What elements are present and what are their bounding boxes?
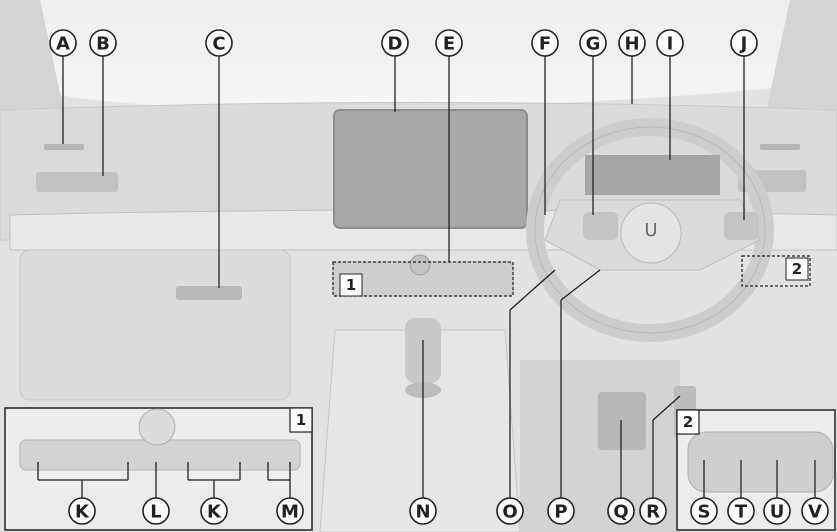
glovebox-handle: [176, 286, 242, 300]
callout-a: A: [50, 30, 76, 56]
glovebox: [20, 250, 290, 400]
callout-s: S: [691, 498, 717, 524]
steering-switches-right: [724, 212, 759, 240]
meter-display: [585, 155, 720, 195]
svg-text:K: K: [207, 502, 222, 523]
svg-text:C: C: [212, 34, 225, 55]
callout-v: V: [802, 498, 828, 524]
svg-text:2: 2: [683, 413, 693, 431]
callout-b: B: [90, 30, 116, 56]
callout-t: T: [728, 498, 754, 524]
callout-c: C: [206, 30, 232, 56]
svg-text:2: 2: [792, 260, 802, 278]
svg-text:D: D: [388, 34, 403, 55]
callout-k-left: K: [69, 498, 95, 524]
callout-q: Q: [608, 498, 634, 524]
svg-text:G: G: [586, 34, 601, 55]
callout-u: U: [764, 498, 790, 524]
svg-text:Q: Q: [613, 502, 628, 523]
center-knob: [410, 255, 430, 275]
windshield: [0, 0, 837, 109]
svg-text:1: 1: [296, 411, 306, 429]
defroster-right: [760, 144, 800, 150]
svg-text:S: S: [698, 502, 711, 523]
svg-text:F: F: [539, 34, 551, 55]
inset-1-knob: [139, 409, 175, 445]
callout-d: D: [382, 30, 408, 56]
inset-1-number: 1: [296, 411, 306, 429]
brake-pedal: [598, 392, 646, 450]
svg-text:B: B: [96, 34, 110, 55]
svg-text:1: 1: [346, 276, 356, 294]
svg-text:V: V: [808, 502, 822, 523]
center-display: [334, 110, 527, 228]
defroster-left: [44, 144, 84, 150]
inset-2-number: 2: [683, 413, 693, 431]
region-1-label: 1: [346, 276, 356, 294]
brand-logo-icon: U: [644, 220, 657, 241]
svg-text:T: T: [735, 502, 748, 523]
callout-g: G: [580, 30, 606, 56]
vent-left: [36, 172, 118, 192]
callout-f: F: [532, 30, 558, 56]
svg-text:I: I: [667, 34, 674, 55]
region-2-label: 2: [792, 260, 802, 278]
steering-switches-left: [583, 212, 618, 240]
callout-h: H: [619, 30, 645, 56]
svg-text:M: M: [281, 502, 299, 523]
callout-l: L: [143, 498, 169, 524]
svg-text:H: H: [624, 34, 639, 55]
svg-text:R: R: [646, 502, 660, 523]
callout-k-right: K: [201, 498, 227, 524]
svg-text:N: N: [415, 502, 430, 523]
svg-text:E: E: [443, 34, 455, 55]
callout-i: I: [657, 30, 683, 56]
callout-m: M: [277, 498, 303, 524]
svg-text:U: U: [770, 502, 785, 523]
callout-r: R: [640, 498, 666, 524]
inset-2-switch-panel: [688, 432, 833, 492]
callout-o: O: [497, 498, 523, 524]
callout-j: J: [731, 30, 757, 56]
svg-text:K: K: [75, 502, 90, 523]
callout-e: E: [436, 30, 462, 56]
svg-text:L: L: [150, 502, 161, 523]
callout-p: P: [548, 498, 574, 524]
callout-n: N: [410, 498, 436, 524]
svg-text:P: P: [554, 502, 567, 523]
svg-text:O: O: [502, 502, 517, 523]
svg-text:A: A: [56, 34, 70, 55]
svg-text:J: J: [739, 34, 748, 55]
